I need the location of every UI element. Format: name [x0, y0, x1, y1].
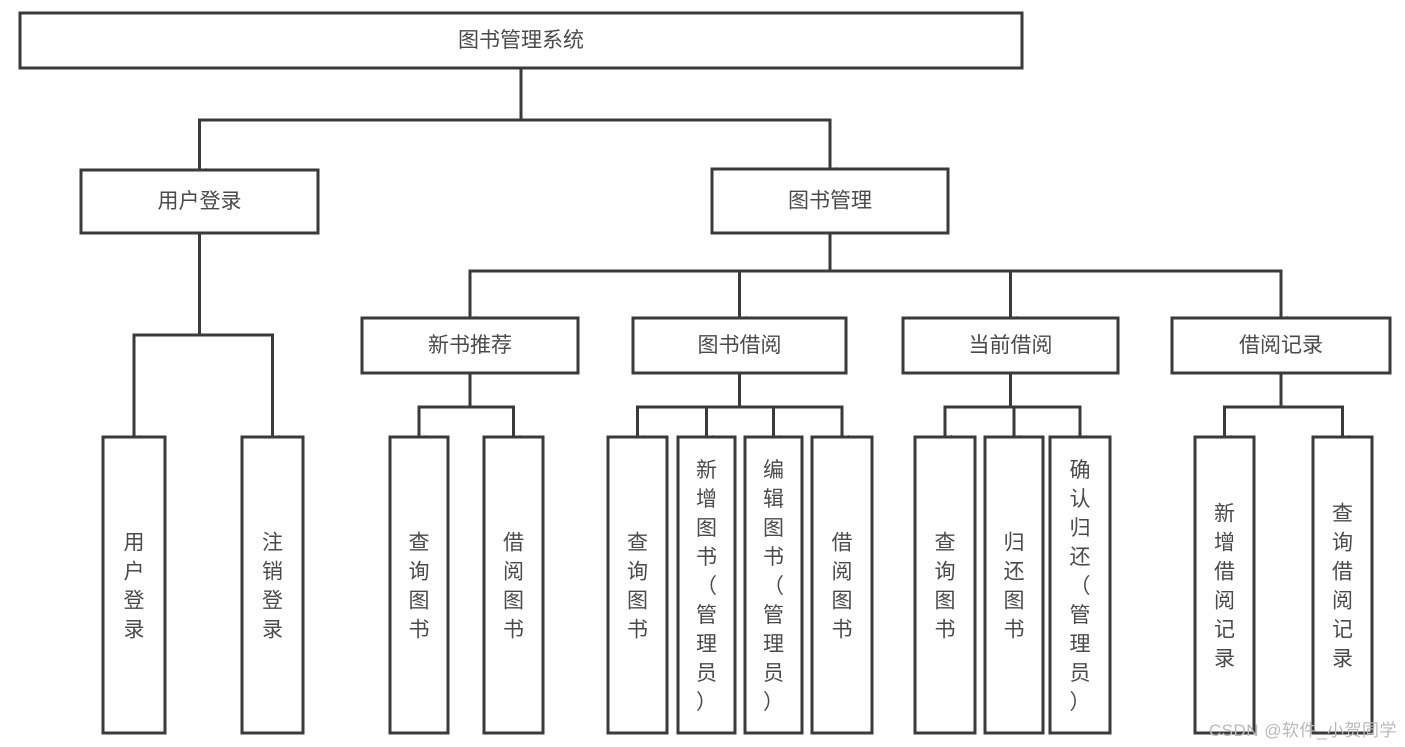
leaf-node[interactable]: 确认归还（管理员） — [1048, 435, 1112, 735]
leaf-box[interactable] — [240, 435, 305, 735]
root-label: 图书管理系统 — [458, 29, 584, 52]
level2-box[interactable] — [79, 168, 320, 235]
leaf-box[interactable] — [606, 435, 669, 735]
leaf-box[interactable] — [913, 435, 977, 735]
leaf-box[interactable] — [388, 435, 450, 735]
level3-box[interactable] — [1170, 316, 1392, 375]
root-box[interactable] — [18, 11, 1024, 70]
level3-box[interactable] — [901, 316, 1120, 375]
leaf-node[interactable]: 查询图书 — [388, 435, 450, 735]
level3-label: 图书借阅 — [698, 334, 782, 357]
leaf-label: 查询借阅记录 — [1332, 503, 1353, 671]
leaf-label: 借阅图书 — [832, 532, 853, 642]
leaf-node[interactable]: 新增图书（管理员） — [676, 435, 737, 735]
leaf-node[interactable]: 用户登录 — [101, 435, 167, 735]
level2-label: 用户登录 — [158, 190, 242, 213]
leaf-node[interactable]: 查询图书 — [913, 435, 977, 735]
level2-box[interactable] — [710, 167, 950, 235]
leaf-label: 用户登录 — [124, 532, 145, 642]
level3-node[interactable]: 当前借阅 — [901, 316, 1120, 375]
level3-label: 新书推荐 — [428, 334, 512, 357]
level3-label: 当前借阅 — [969, 334, 1053, 357]
leaf-node[interactable]: 借阅图书 — [482, 435, 545, 735]
level2-label: 图书管理 — [788, 190, 872, 213]
leaf-box[interactable] — [810, 435, 874, 735]
level2-node[interactable]: 用户登录 — [79, 168, 320, 235]
leaf-label: 查询图书 — [409, 532, 430, 642]
leaf-box[interactable] — [676, 435, 737, 735]
leaf-box[interactable] — [983, 435, 1045, 735]
leaf-label: 借阅图书 — [503, 532, 524, 642]
leaf-node[interactable]: 查询图书 — [606, 435, 669, 735]
leaf-label: 注销登录 — [262, 532, 283, 642]
level3-label: 借阅记录 — [1239, 334, 1323, 357]
node-boxes: 图书管理系统用户登录图书管理新书推荐图书借阅当前借阅借阅记录用户登录注销登录查询… — [18, 11, 1392, 735]
leaf-box[interactable] — [743, 435, 804, 735]
leaf-node[interactable]: 编辑图书（管理员） — [743, 435, 804, 735]
leaf-node[interactable]: 归还图书 — [983, 435, 1045, 735]
leaf-node[interactable]: 新增借阅记录 — [1193, 435, 1256, 735]
leaf-box[interactable] — [482, 435, 545, 735]
level3-box[interactable] — [631, 316, 848, 375]
leaf-label: 归还图书 — [1004, 532, 1025, 642]
leaf-node[interactable]: 查询借阅记录 — [1311, 435, 1374, 735]
leaf-label: 新增图书（管理员） — [696, 459, 717, 714]
connector-lines — [127, 66, 1350, 447]
root-node[interactable]: 图书管理系统 — [18, 11, 1024, 70]
level3-node[interactable]: 图书借阅 — [631, 316, 848, 375]
level3-node[interactable]: 借阅记录 — [1170, 316, 1392, 375]
leaf-box[interactable] — [1048, 435, 1112, 735]
leaf-box[interactable] — [1311, 435, 1374, 735]
leaf-label: 查询图书 — [627, 532, 648, 642]
leaf-box[interactable] — [101, 435, 167, 735]
leaf-node[interactable]: 注销登录 — [240, 435, 305, 735]
leaf-box[interactable] — [1193, 435, 1256, 735]
leaf-node[interactable]: 借阅图书 — [810, 435, 874, 735]
level3-box[interactable] — [360, 316, 580, 375]
level3-node[interactable]: 新书推荐 — [360, 316, 580, 375]
leaf-label: 确认归还（管理员） — [1070, 459, 1091, 714]
leaf-label: 新增借阅记录 — [1214, 503, 1235, 671]
leaf-label: 编辑图书（管理员） — [763, 459, 784, 714]
level2-node[interactable]: 图书管理 — [710, 167, 950, 235]
leaf-label: 查询图书 — [935, 532, 956, 642]
